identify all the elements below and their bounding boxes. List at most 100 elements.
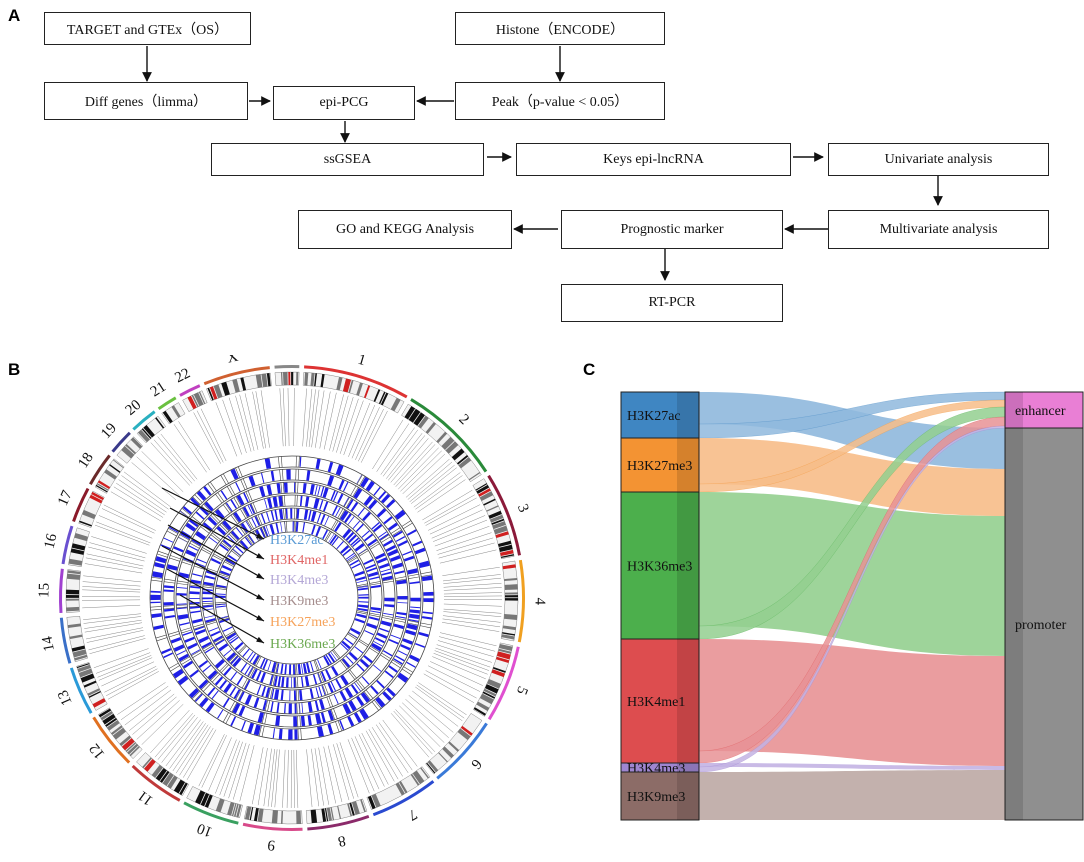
track-divider — [202, 584, 214, 587]
box-epi-pcg: epi-PCG — [273, 86, 415, 120]
cytoband — [503, 614, 518, 621]
cytoband — [200, 792, 210, 807]
gene-label-line — [129, 693, 175, 731]
track-divider — [283, 508, 285, 520]
track-divider — [403, 666, 414, 673]
cytoband — [280, 372, 283, 386]
track-peak — [314, 485, 318, 496]
track-peak — [218, 575, 229, 580]
track-peak — [333, 694, 339, 705]
cytoband — [488, 510, 502, 519]
track-peak — [199, 697, 209, 708]
cytoband — [479, 491, 494, 501]
track-peak — [204, 501, 214, 512]
track-peak — [259, 658, 266, 669]
track-peak — [315, 713, 322, 725]
track-peak — [352, 539, 361, 548]
cytoband — [336, 376, 343, 391]
gene-label-line — [332, 395, 349, 452]
track-divider — [219, 572, 230, 577]
track-divider — [407, 573, 419, 577]
track-peak — [184, 636, 195, 643]
cytoband — [456, 455, 469, 465]
track-peak — [251, 517, 257, 528]
gene-label-line — [223, 741, 243, 797]
track-peak — [248, 534, 255, 544]
track-divider — [284, 508, 287, 520]
cytoband — [98, 708, 112, 718]
track-divider — [248, 666, 254, 677]
gene-label-line — [215, 739, 237, 794]
sankey-node-shade — [1005, 392, 1023, 428]
track-divider — [295, 676, 297, 688]
track-peak — [242, 648, 250, 658]
track-peak — [366, 567, 377, 573]
track-divider — [235, 496, 242, 507]
track-peak — [310, 511, 317, 522]
track-outline — [173, 479, 411, 717]
gene-label-line — [413, 472, 461, 508]
track-peak — [357, 585, 368, 589]
track-peak — [244, 694, 253, 705]
track-peak — [280, 522, 283, 533]
track-peak — [354, 618, 365, 624]
track-peak — [358, 548, 367, 555]
track-divider — [382, 615, 394, 618]
track-peak — [176, 650, 186, 656]
track-peak — [232, 703, 241, 714]
track-peak — [422, 611, 433, 615]
track-peak — [214, 676, 224, 686]
track-peak — [278, 496, 283, 507]
track-peak — [355, 576, 366, 581]
track-divider — [341, 659, 349, 669]
cytoband — [171, 405, 181, 418]
gene-label-line — [412, 690, 459, 727]
track-peak — [283, 482, 288, 493]
cytoband — [96, 483, 109, 491]
track-peak — [353, 488, 363, 499]
track-divider — [337, 508, 344, 519]
gene-label-line — [425, 497, 477, 526]
track-peak — [240, 662, 248, 672]
track-peak — [291, 677, 292, 688]
track-peak — [383, 650, 393, 657]
cytoband — [71, 543, 86, 551]
track-divider — [176, 606, 188, 609]
track-peak — [350, 684, 359, 694]
gene-label-line — [417, 479, 466, 513]
track-divider — [231, 550, 241, 558]
track-peak — [354, 682, 361, 692]
gene-label-line — [165, 719, 201, 767]
cytoband — [70, 548, 85, 555]
track-divider — [272, 675, 276, 687]
sankey-flow — [699, 438, 1005, 516]
track-peak — [269, 524, 275, 535]
track-peak — [163, 652, 173, 659]
track-divider — [150, 608, 162, 611]
cytoband — [104, 469, 117, 480]
track-divider — [180, 627, 192, 632]
track-peak — [315, 687, 320, 698]
track-peak — [239, 540, 249, 550]
gene-label-line — [107, 671, 159, 700]
track-divider — [380, 536, 391, 543]
track-peak — [222, 626, 233, 632]
track-peak — [223, 649, 232, 657]
track-peak — [192, 618, 203, 624]
cytoband — [504, 595, 518, 598]
track-peak — [208, 627, 219, 632]
cytoband — [351, 801, 360, 815]
track-divider — [326, 696, 331, 708]
track-peak — [152, 571, 163, 579]
track-peak — [370, 584, 381, 589]
track-peak — [363, 655, 373, 664]
cytoband — [460, 725, 473, 736]
gene-label-line — [103, 504, 156, 531]
track-peak — [275, 715, 281, 726]
track-peak — [357, 587, 369, 591]
track-peak — [294, 703, 297, 714]
track-peak — [177, 675, 189, 686]
track-divider — [324, 684, 329, 695]
gene-label-line — [407, 461, 453, 500]
gene-label-line — [252, 391, 264, 449]
